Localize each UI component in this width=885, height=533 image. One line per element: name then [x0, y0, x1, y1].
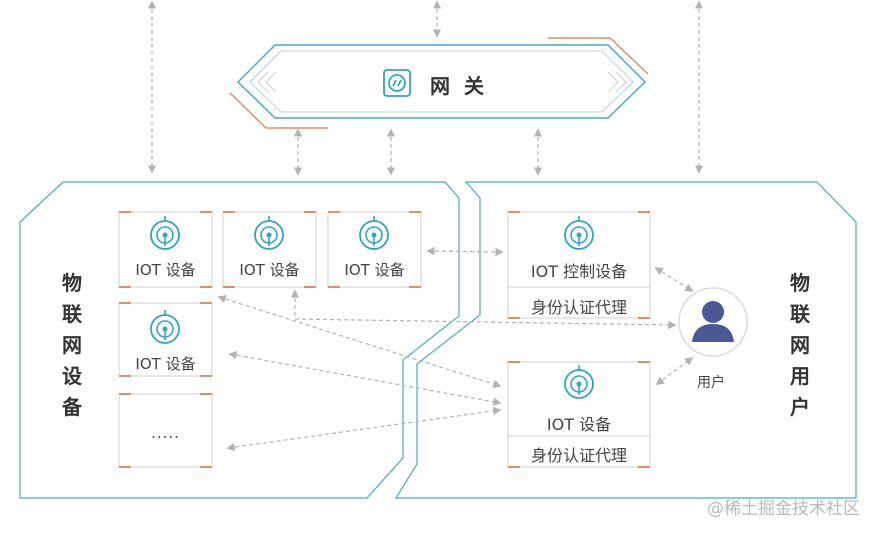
iot-signal-icon [359, 216, 389, 250]
user-avatar-icon [678, 287, 748, 357]
arrow-more-auth [226, 406, 502, 452]
iot-signal-icon [564, 365, 594, 399]
control-device-box [507, 211, 651, 319]
iot-signal-icon [564, 216, 594, 250]
arrow-device1-auth [217, 295, 502, 388]
connection-arrows [147, 0, 704, 452]
right-panel [394, 181, 857, 499]
arrow-control-user [654, 267, 694, 292]
gateway-banner [229, 37, 649, 129]
iot-signal-icon [254, 216, 284, 250]
iot-signal-icon [150, 216, 180, 250]
auth-device-box [507, 361, 651, 468]
arrow-device4-auth [228, 351, 502, 406]
device-box-more [118, 393, 213, 468]
gateway-icon [383, 69, 411, 97]
iot-signal-icon [150, 310, 180, 344]
arrow-device3-control [426, 246, 504, 257]
arrow-auth-user [655, 356, 694, 386]
